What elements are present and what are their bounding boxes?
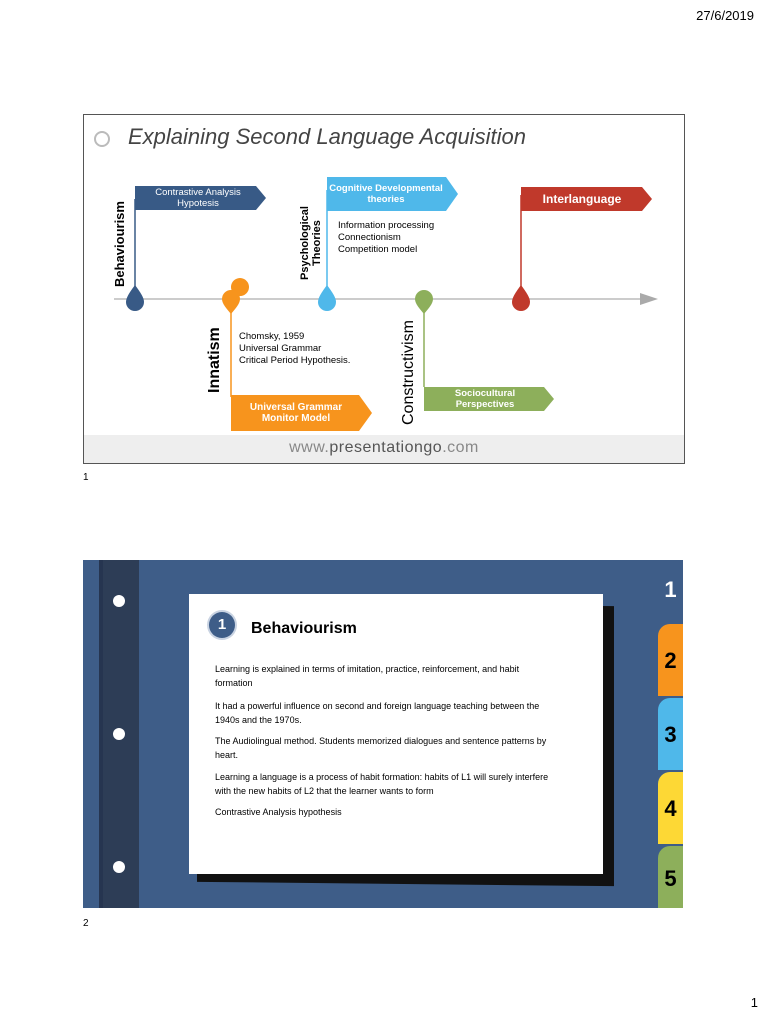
psychological-note-line: Competition model (338, 244, 418, 255)
timeline-graphic (114, 177, 658, 431)
binder-edge (99, 560, 103, 908)
psychological-note-line: Information processing (338, 220, 435, 231)
psychological-theories-label: Psychological Theories (299, 206, 323, 280)
slide-2[interactable]: 1 2 3 4 5 1 Behaviourism Learning is exp… (83, 560, 683, 908)
universal-grammar-tag: Universal Grammar Monitor Model (249, 402, 343, 424)
section-title: Behaviourism (251, 620, 357, 637)
footer-url[interactable]: www.presentationgo.com (84, 439, 684, 457)
psychological-notes: Information processing Connectionism Com… (338, 220, 434, 256)
innatism-label: Innatism (206, 327, 223, 393)
psychological-note-line: Connectionism (338, 232, 401, 243)
cognitive-theories-tag: Cognitive Developmental theories (329, 183, 443, 205)
page-number: 1 (750, 995, 758, 1010)
tab-5[interactable] (658, 846, 683, 908)
slide-1-number: 1 (83, 472, 89, 483)
tab-4[interactable] (658, 772, 683, 844)
tab-2[interactable] (658, 624, 683, 696)
slide-1[interactable]: Explaining Second Language Acquisition B… (83, 114, 685, 464)
tab-number: 4 (664, 796, 677, 821)
binder-hole-icon (113, 861, 125, 873)
content-paper: 1 Behaviourism Learning is explained in … (189, 594, 603, 874)
url-prefix: www. (289, 439, 330, 456)
url-suffix: .com (442, 439, 479, 456)
paragraph: The Audiolingual method. Students memori… (215, 736, 547, 760)
slide-1-title: Explaining Second Language Acquisition (128, 124, 526, 149)
tab-number: 2 (664, 648, 677, 673)
binder-hole-icon (113, 595, 125, 607)
innatism-note-line: Universal Grammar (239, 343, 322, 354)
slide-2-number: 2 (83, 918, 89, 929)
paragraph: Learning a language is a process of habi… (215, 772, 549, 796)
sociocultural-tag: Sociocultural Perspectives (454, 388, 516, 410)
paragraph: Contrastive Analysis hypothesis (215, 807, 342, 817)
url-domain: presentationgo (329, 439, 443, 456)
tab-number: 1 (664, 577, 677, 602)
behaviourism-label: Behaviourism (112, 201, 127, 287)
innatism-notes: Chomsky, 1959 Universal Grammar Critical… (239, 331, 350, 367)
paragraph: Learning is explained in terms of imitat… (215, 664, 520, 688)
slide-logo-icon (94, 131, 110, 147)
header-date: 27/6/2019 (696, 8, 754, 23)
interlanguage-tag: Interlanguage (542, 191, 622, 206)
innatism-note-line: Chomsky, 1959 (239, 331, 305, 342)
slide-1-footer-bar (84, 435, 684, 463)
section-badge: 1 (209, 612, 235, 638)
binder-hole-icon (113, 728, 125, 740)
innatism-note-line: Critical Period Hypothesis. (239, 355, 351, 366)
psychological-label-line: Psychological (299, 206, 311, 280)
paragraph: It had a powerful influence on second an… (215, 701, 540, 725)
contrastive-analysis-tag: Contrastive Analysis Hypotesis (155, 187, 241, 209)
tab-number: 3 (664, 722, 677, 747)
tab-3[interactable] (658, 698, 683, 770)
tab-number: 5 (664, 866, 677, 891)
psychological-label-line: Theories (311, 220, 323, 266)
constructivism-label: Constructivism (400, 320, 417, 425)
